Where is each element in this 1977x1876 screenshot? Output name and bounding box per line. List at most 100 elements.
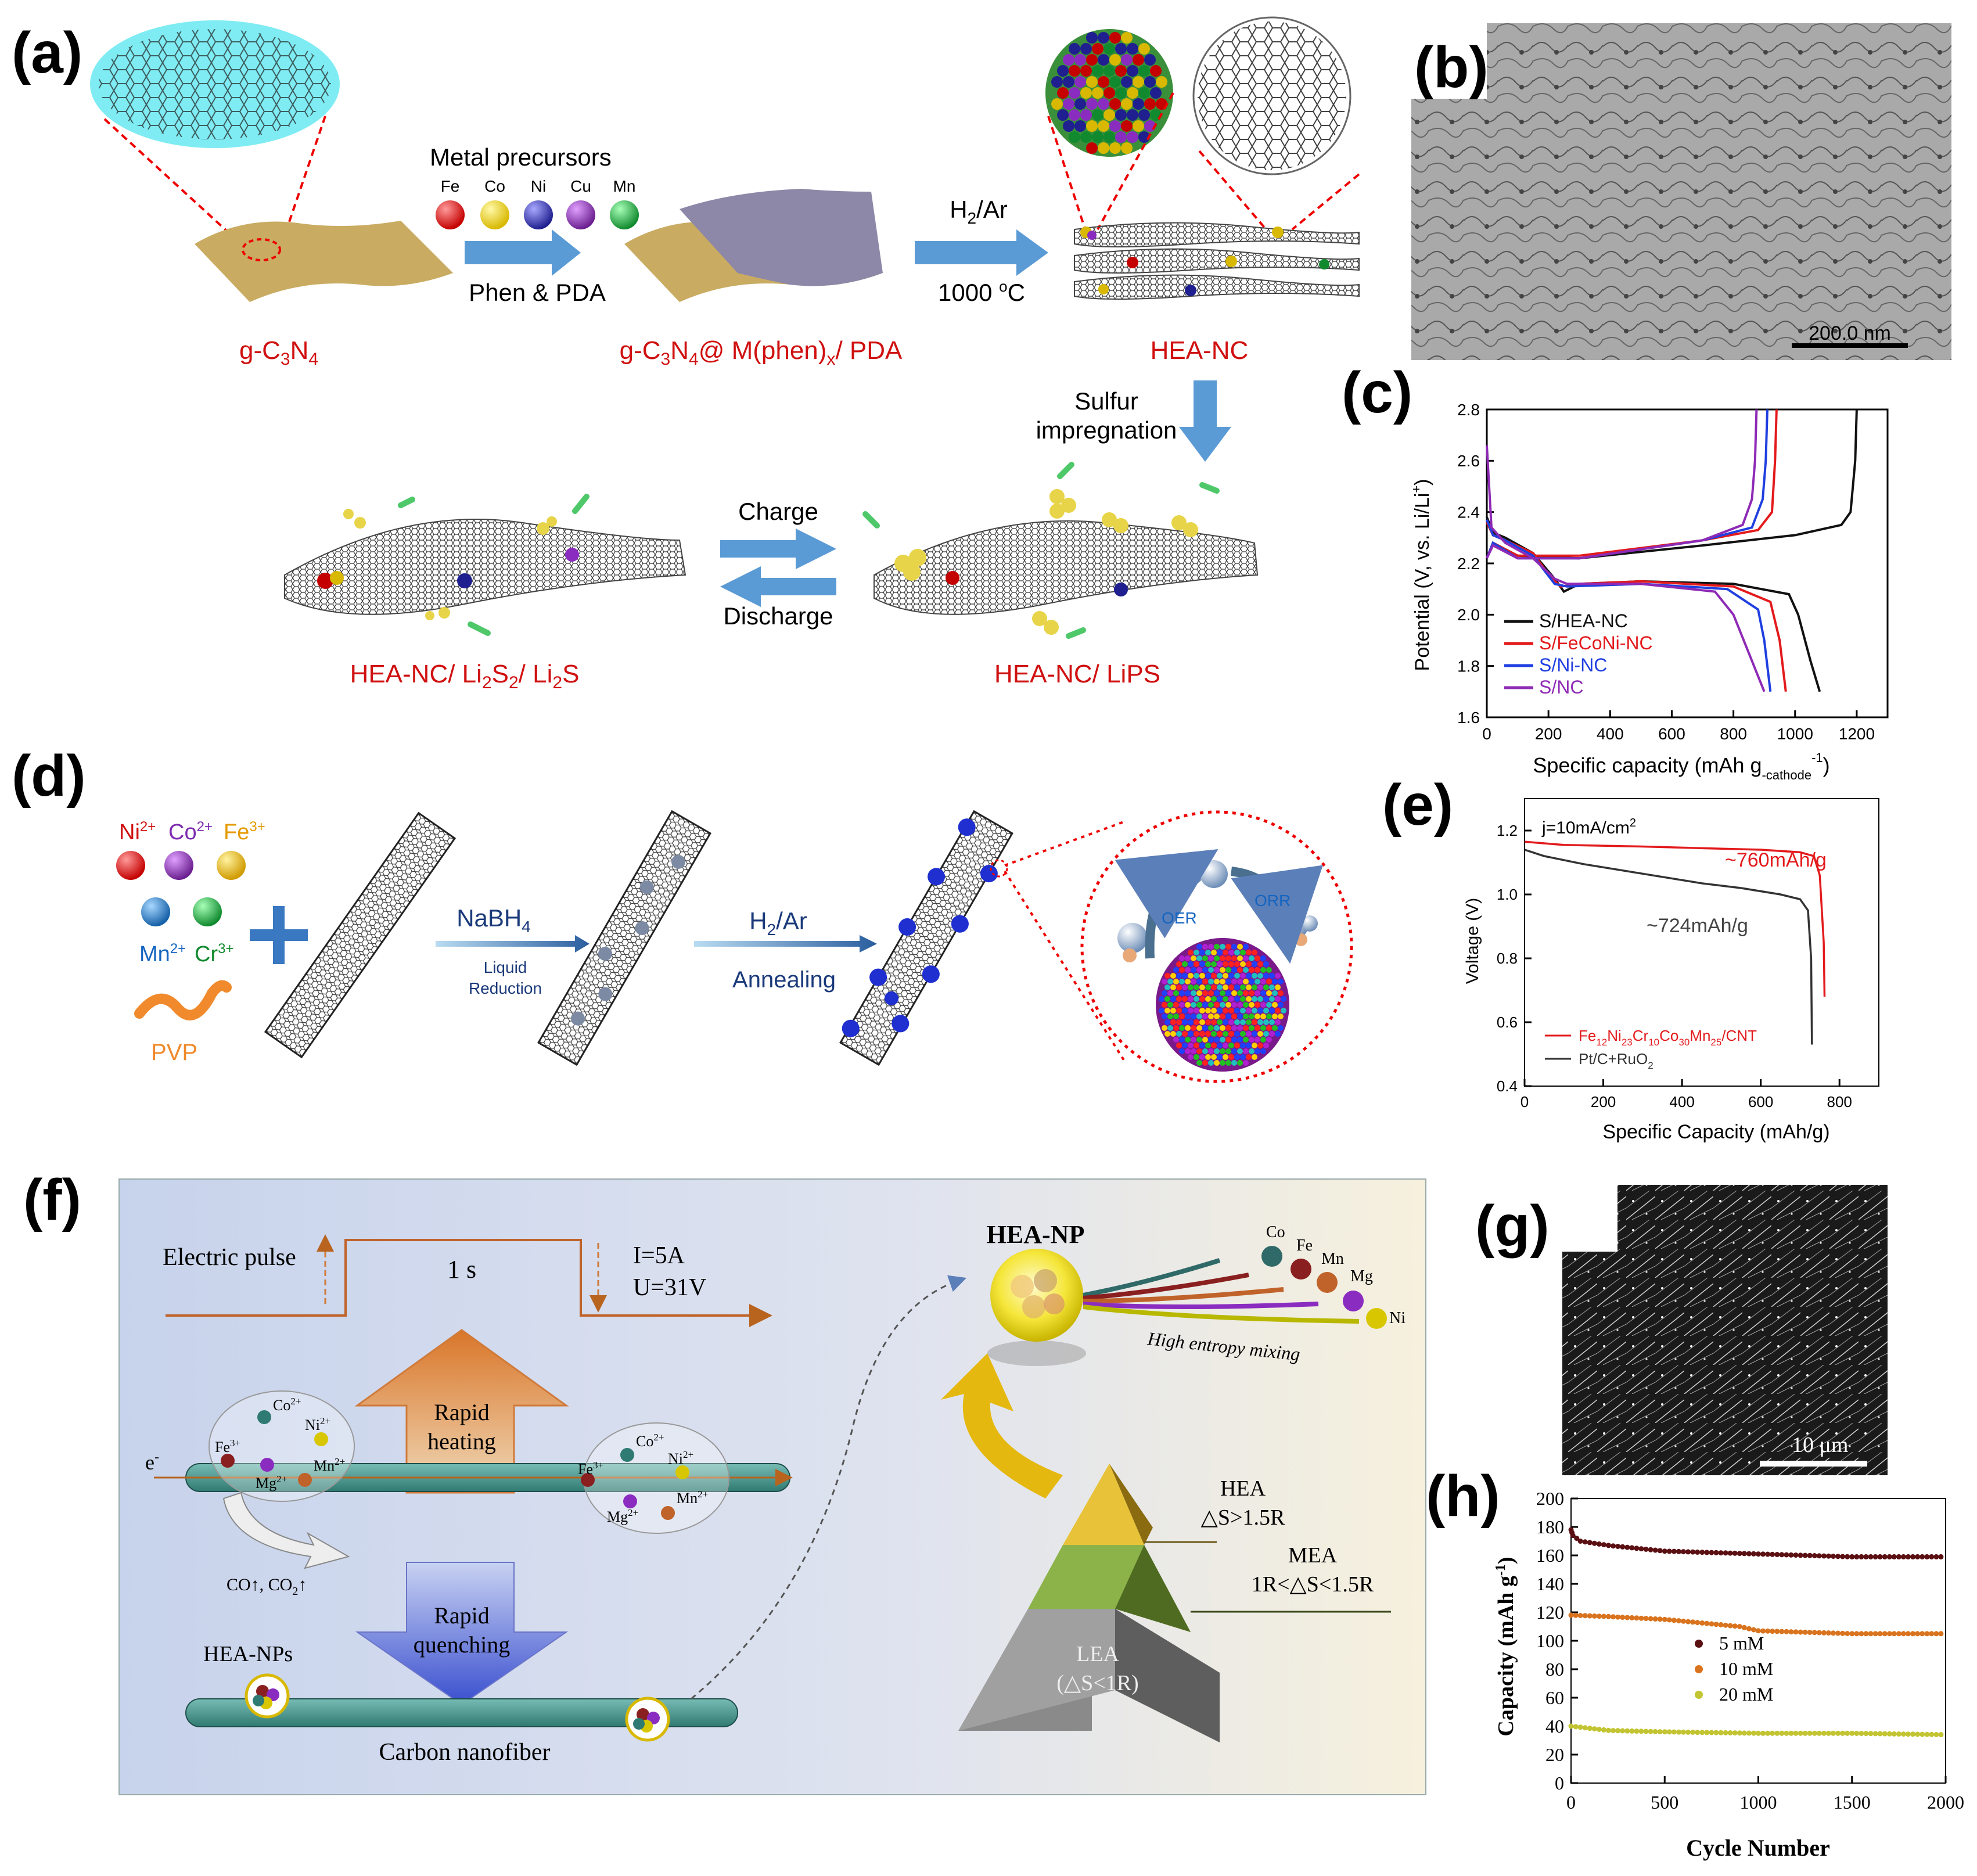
alloy-atom [1167, 990, 1173, 996]
alloy-atom [1237, 1002, 1243, 1008]
h2ar-label-a: H2/Ar [950, 196, 1008, 227]
svg-text:Fe3+: Fe3+ [215, 1437, 240, 1455]
x-tick-label: 200 [1591, 1093, 1616, 1110]
metal-atom [1109, 142, 1121, 154]
metal-atom [1115, 109, 1127, 121]
alloy-atom [1173, 1025, 1179, 1031]
data-point-h [1620, 1544, 1626, 1550]
svg-text:Co2+: Co2+ [273, 1396, 301, 1414]
alloy-atom [1223, 1043, 1228, 1048]
alloy-atom [1214, 1002, 1220, 1008]
alloy-atom [1243, 1014, 1249, 1019]
data-point-h [1634, 1615, 1640, 1621]
metal-atom [1103, 109, 1115, 121]
metal-atom [1092, 87, 1103, 99]
alloy-atom [1208, 979, 1214, 984]
alloy-atom [1199, 996, 1205, 1002]
x-tick-label: 600 [1748, 1093, 1773, 1110]
data-point-h [1788, 1730, 1794, 1736]
metal-atom [1133, 76, 1144, 88]
ni-ball [1366, 1308, 1387, 1329]
alloy-atom [1231, 1048, 1237, 1054]
mg-ball [1343, 1291, 1364, 1311]
data-point-h [1886, 1554, 1892, 1559]
metal-atom [1103, 43, 1115, 55]
metal-atom [1063, 76, 1074, 88]
metal-atom [1080, 109, 1092, 121]
metal-atom [1103, 131, 1115, 143]
data-point-h [1811, 1553, 1817, 1558]
data-point-h [1624, 1544, 1630, 1550]
data-point-h [1770, 1730, 1775, 1736]
data-point-h [1601, 1613, 1606, 1619]
data-point-h [1577, 1724, 1583, 1730]
alloy-atom [1170, 1019, 1176, 1025]
alloy-atom [1194, 996, 1199, 1002]
metal-atom [1080, 87, 1092, 99]
data-point-h [1741, 1551, 1747, 1557]
alloy-atom [1263, 973, 1269, 979]
data-point-h [1896, 1731, 1901, 1737]
data-point-h [1845, 1631, 1850, 1636]
alloy-atom [1182, 984, 1188, 990]
tem-image [1411, 23, 1951, 360]
cu-sphere [566, 200, 595, 229]
charge-label: Charge [738, 498, 818, 525]
arrow-d2 [694, 935, 877, 953]
alloy-atom [1260, 990, 1266, 996]
mixing-ribbons [1083, 1258, 1360, 1324]
data-point-h [1906, 1554, 1911, 1559]
data-point-h [1690, 1619, 1696, 1625]
alloy-atom [1164, 1008, 1170, 1014]
alloy-atom [1196, 1025, 1202, 1031]
alloy-atom [1249, 967, 1255, 973]
alloy-atom [1185, 1025, 1191, 1031]
co-sphere [480, 200, 509, 229]
data-point-h [1788, 1552, 1794, 1558]
y-tick-label: 0.8 [1497, 950, 1518, 967]
alloy-atom [1275, 1019, 1281, 1025]
data-point-h [1727, 1550, 1733, 1556]
alloy-atom [1246, 961, 1252, 967]
data-point-h [1938, 1554, 1944, 1559]
metal-atom [1074, 76, 1086, 88]
j-label: j=10mA/cm2 [1541, 817, 1636, 838]
data-point-h [1570, 1533, 1576, 1539]
data-point-h [1620, 1615, 1626, 1620]
alloy-atom [1249, 1025, 1255, 1031]
alloy-atom [1188, 1054, 1194, 1060]
element-labels-a: Fe Co Ni Cu Mn [441, 177, 636, 195]
data-point-h [1662, 1729, 1667, 1735]
svg-text:Mn2+: Mn2+ [677, 1489, 708, 1507]
data-point-h [1920, 1554, 1925, 1559]
x-tick-label: 800 [1827, 1093, 1852, 1110]
alloy-atom [1223, 996, 1228, 1002]
alloy-atom [1225, 990, 1231, 996]
alloy-atom [1220, 967, 1225, 973]
metal-precursors-label: Metal precursors [430, 143, 612, 171]
alloy-atom [1228, 1008, 1234, 1014]
alloy-atom [1211, 961, 1217, 967]
series-charge-1 [1486, 409, 1858, 560]
metal-atom [1109, 76, 1121, 88]
data-point-h [1900, 1554, 1906, 1559]
plot-frame [1524, 798, 1879, 1087]
alloy-atom [1246, 950, 1252, 955]
data-point-h [1929, 1631, 1935, 1637]
panel-g: (g) 10 μm [1475, 1185, 1888, 1475]
y-tick-label: 1.2 [1497, 822, 1518, 839]
svg-text:Co: Co [1266, 1223, 1285, 1241]
alloy-atom [1249, 979, 1255, 984]
alloy-atom [1243, 979, 1249, 984]
legend-label-c: S/Ni-NC [1539, 655, 1607, 675]
data-point-h [1723, 1622, 1728, 1628]
alloy-atom [1228, 961, 1234, 967]
alloy-atom [1202, 979, 1208, 984]
y-tick-label: 1.8 [1457, 657, 1480, 675]
data-point-h [1568, 1723, 1574, 1729]
alloy-atom [1217, 950, 1223, 955]
alloy-atom [1217, 1008, 1223, 1014]
data-point-h [1657, 1729, 1663, 1735]
y-tick-label: 2.4 [1457, 503, 1480, 521]
